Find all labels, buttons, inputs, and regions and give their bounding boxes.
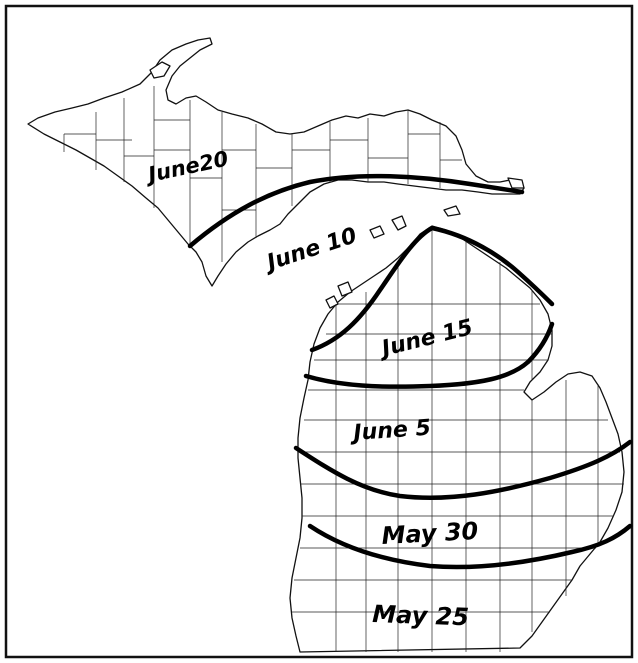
isoline-june20-june10 <box>187 173 525 249</box>
label-june10: June 10 <box>260 223 360 277</box>
bois-blanc-island <box>443 205 461 217</box>
lower-peninsula-county-grid <box>292 228 624 652</box>
isoline-june10-june15 <box>309 225 555 353</box>
upper-peninsula <box>27 37 525 287</box>
label-may25: May 25 <box>372 600 470 631</box>
beaver-island <box>391 215 407 231</box>
map-border <box>4 4 634 659</box>
date-isolines <box>187 173 633 570</box>
north-manitou-island <box>337 281 353 297</box>
isle-royale-peninsula <box>149 61 171 79</box>
isoline-june5-may30 <box>293 439 633 500</box>
lake-island <box>369 225 385 239</box>
isoline-june15-june5 <box>303 321 555 389</box>
label-may30: May 30 <box>381 517 479 550</box>
drummond-island <box>507 177 525 189</box>
label-june5: June 5 <box>349 416 432 447</box>
isoline-may30-may25 <box>307 523 633 570</box>
